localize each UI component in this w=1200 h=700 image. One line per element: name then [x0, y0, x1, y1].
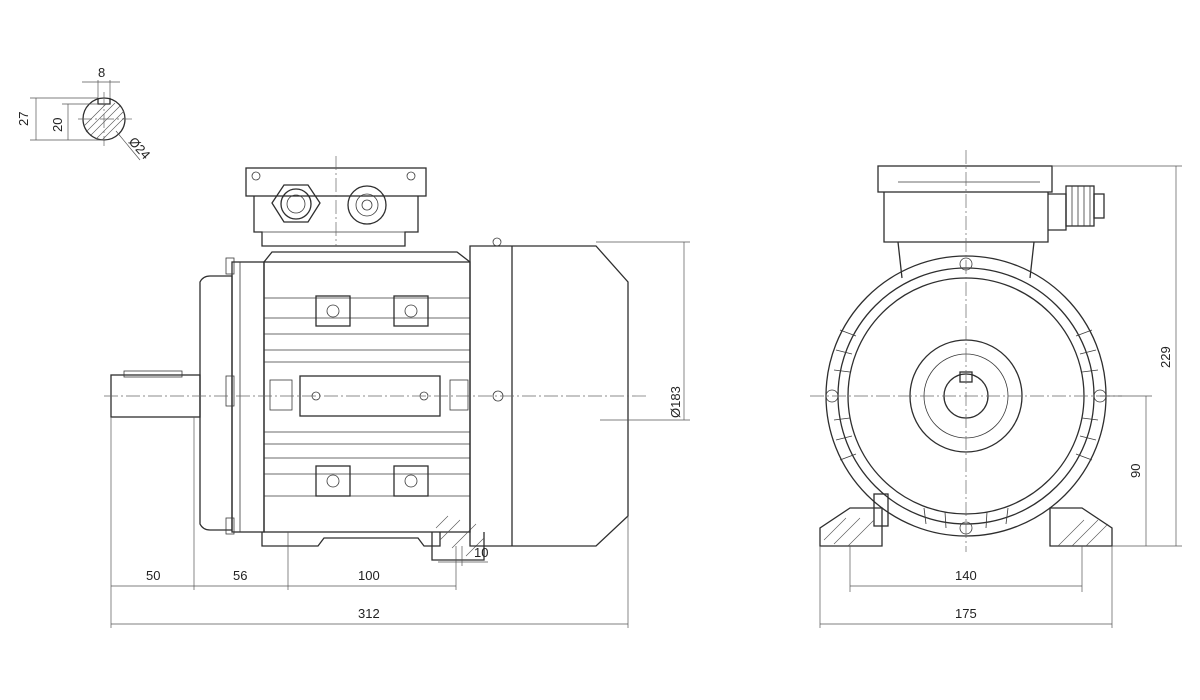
motor-side-view	[104, 156, 690, 628]
foot-hole-label: 10	[474, 545, 488, 560]
overall-height-label: 229	[1158, 346, 1173, 368]
base-width-label: 175	[955, 606, 977, 621]
shaft-height-label: 27	[16, 112, 31, 126]
flange-diameter-label: Ø183	[668, 386, 683, 418]
key-width-label: 8	[98, 65, 105, 80]
shaft-key-label: 20	[50, 118, 65, 132]
shaft-section-detail	[30, 80, 141, 161]
axis-height-label: 90	[1128, 464, 1143, 478]
foot-holes-spacing-label: 100	[358, 568, 380, 583]
shaft-length-label: 50	[146, 568, 160, 583]
motor-front-view	[810, 150, 1182, 628]
overall-length-label: 312	[358, 606, 380, 621]
shoulder-to-foot-label: 56	[233, 568, 247, 583]
shaft-diameter-label: Ø24	[126, 134, 154, 162]
foot-width-label: 140	[955, 568, 977, 583]
